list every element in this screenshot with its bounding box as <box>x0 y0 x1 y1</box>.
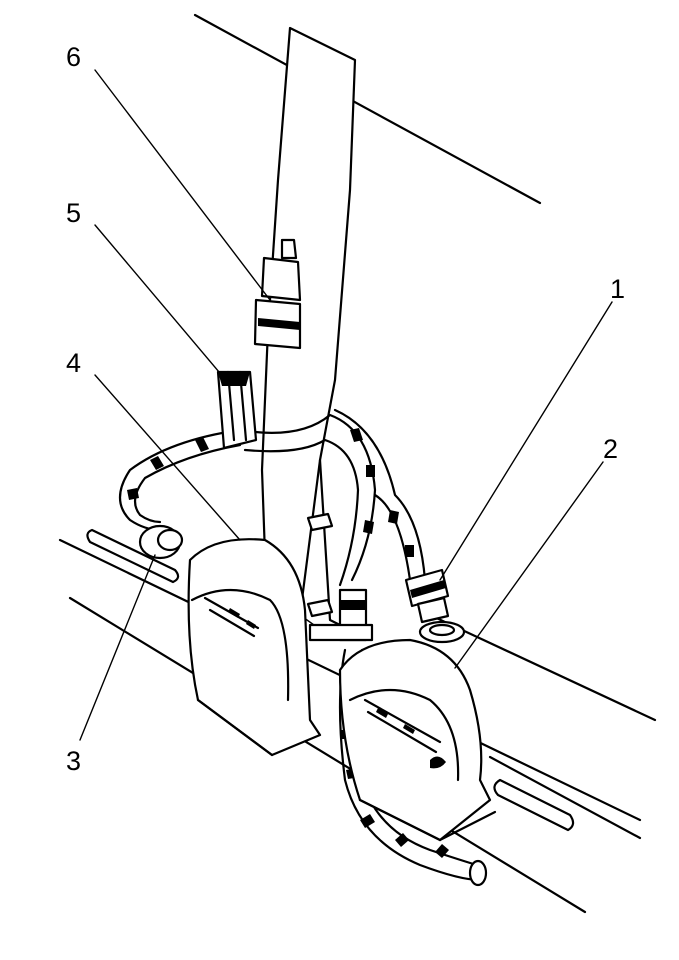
horn-left <box>187 538 322 757</box>
leader-lines <box>79 69 613 741</box>
leader-line-2 <box>454 461 604 669</box>
leader-line-6 <box>94 69 271 301</box>
callout-3: 3 <box>66 746 81 776</box>
callouts: 6 5 4 3 1 2 <box>66 42 625 776</box>
horn-connector <box>308 588 374 642</box>
rail-slots <box>86 528 575 832</box>
mounting-screws <box>306 512 334 618</box>
callout-1: 1 <box>610 274 625 304</box>
callout-5: 5 <box>66 198 81 228</box>
connector-6 <box>253 238 302 350</box>
leader-line-4 <box>94 374 241 541</box>
panel-edges <box>58 13 657 914</box>
clip-5 <box>216 370 258 450</box>
callout-4: 4 <box>66 348 81 378</box>
leader-line-3 <box>79 554 156 741</box>
leader-line-5 <box>94 224 231 386</box>
leader-line-1 <box>439 301 613 581</box>
callout-2: 2 <box>603 434 618 464</box>
terminal-2 <box>418 620 466 644</box>
connector-1 <box>404 568 450 624</box>
horn-right <box>338 638 497 842</box>
callout-6: 6 <box>66 42 81 72</box>
harness-tape-bands <box>127 428 449 858</box>
grommet-3 <box>138 524 184 560</box>
